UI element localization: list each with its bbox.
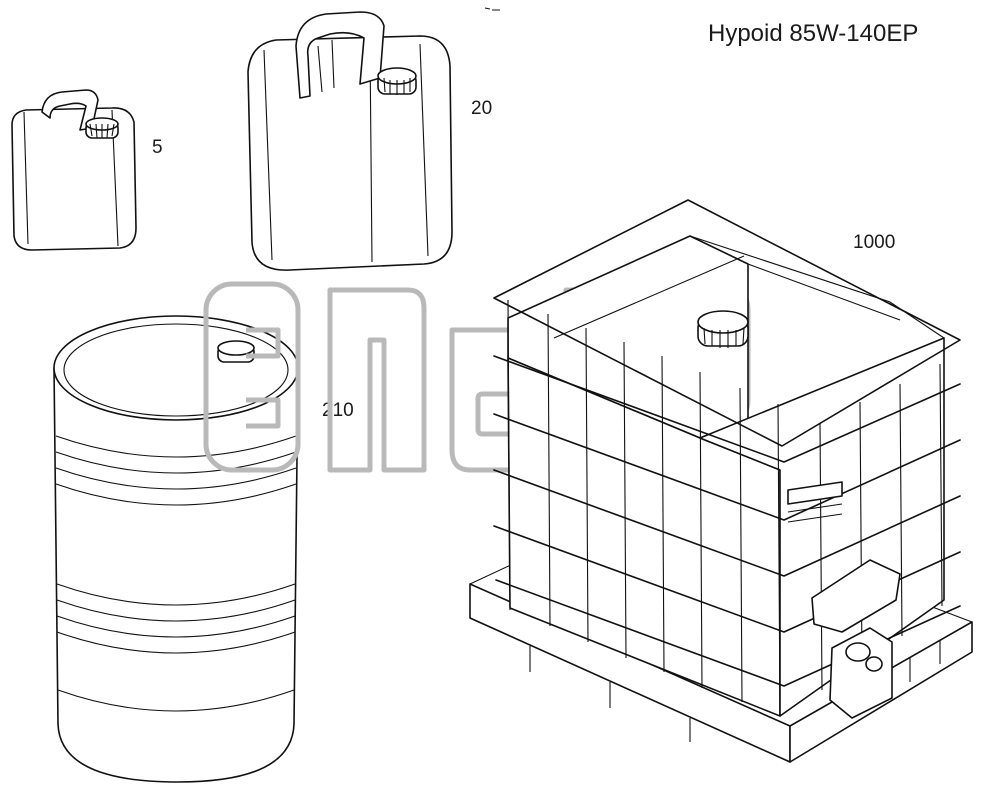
drum-210-label: 210 — [322, 400, 354, 421]
drum-210-drawing — [53, 315, 299, 783]
canister-5-drawing — [11, 89, 137, 251]
ibc-1000-label: 1000 — [853, 232, 895, 253]
product-title: Hypoid 85W-140EP — [708, 20, 918, 47]
stray-mark — [484, 7, 500, 11]
canister-5-label: 5 — [152, 137, 163, 158]
canister-20-drawing — [247, 11, 453, 271]
ibc-1000-drawing — [469, 199, 973, 763]
canister-20-label: 20 — [471, 98, 492, 119]
